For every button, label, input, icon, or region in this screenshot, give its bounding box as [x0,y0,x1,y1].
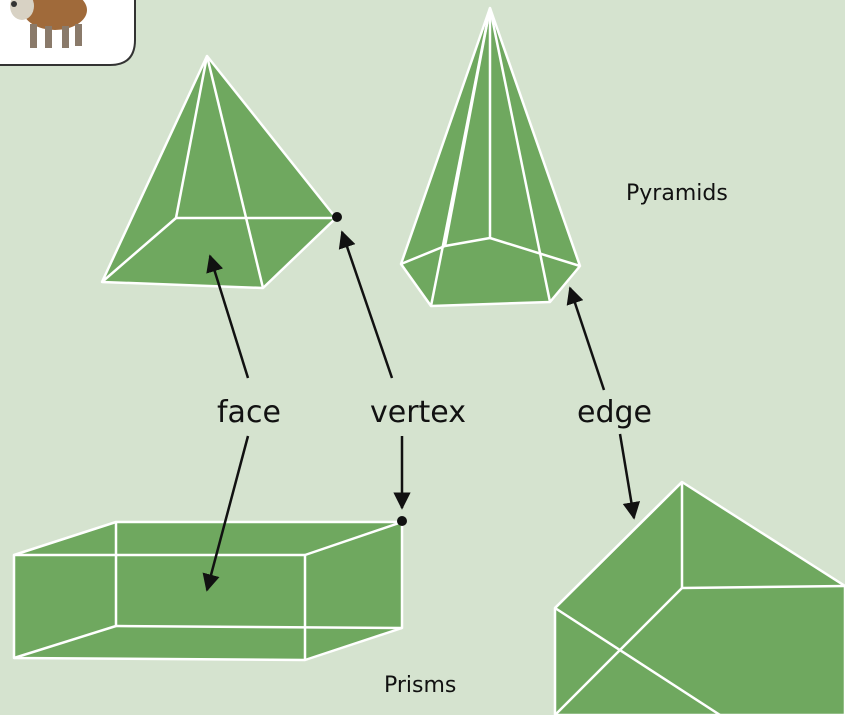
prisms-label: Prisms [384,673,456,698]
triangular-prism [553,480,845,715]
pyramids-label: Pyramids [626,181,728,206]
face-label: face [217,395,281,430]
arrow-vertex-to-pyramid [338,230,394,379]
square-pyramid [100,54,338,290]
pyramid-vertex-dot [332,212,342,222]
vertex-label: vertex [370,395,466,430]
arrow-edge-to-pyramid [566,286,606,391]
sheep-mascot-icon [10,0,87,48]
mascot-card [0,0,136,66]
arrow-edge-to-prism [618,433,641,520]
prism-vertex-dot [397,516,407,526]
edge-label: edge [577,395,652,430]
pentagonal-pyramid [399,6,582,308]
rectangular-prism [12,520,404,662]
arrows [202,230,641,592]
arrow-face-to-pyramid [206,254,250,379]
arrow-face-to-prism [202,435,250,592]
